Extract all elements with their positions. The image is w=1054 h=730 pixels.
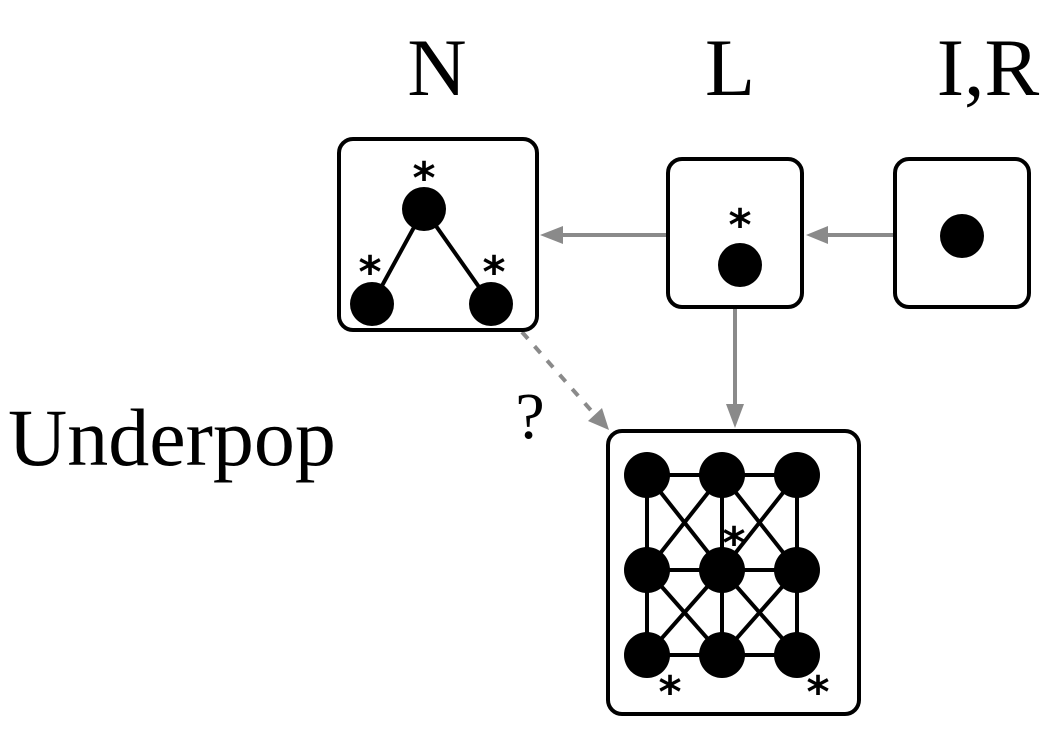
node xyxy=(624,632,670,678)
star-marker-icon: * xyxy=(482,247,505,298)
star-marker-icon: * xyxy=(412,153,435,204)
arrowhead-icon xyxy=(588,408,609,430)
arrow-n-to-underpop-dashed xyxy=(520,330,609,430)
box-n-frame xyxy=(337,137,539,332)
box-l-frame xyxy=(666,157,804,309)
question-mark: ? xyxy=(515,380,544,453)
node xyxy=(402,187,446,231)
node xyxy=(774,547,820,593)
label-l: L xyxy=(705,22,755,113)
label-n: N xyxy=(407,22,466,113)
state-box-ir xyxy=(893,157,1031,309)
arrowhead-icon xyxy=(540,226,563,244)
star-marker-icon: * xyxy=(722,518,745,569)
grid-nodes xyxy=(624,452,820,678)
node xyxy=(699,452,745,498)
state-box-underpop: * * * xyxy=(606,429,861,718)
node xyxy=(718,243,762,287)
arrow-l-to-n xyxy=(540,226,667,244)
state-box-n: * * * xyxy=(337,137,539,332)
node xyxy=(699,632,745,678)
node xyxy=(699,547,745,593)
arrow-l-to-underpop xyxy=(726,308,744,428)
arrowhead-icon xyxy=(726,404,744,428)
node xyxy=(624,452,670,498)
node xyxy=(350,282,394,326)
state-box-l: * xyxy=(666,157,804,309)
node xyxy=(469,282,513,326)
label-underpop: Underpop xyxy=(8,392,336,483)
label-ir: I,R xyxy=(937,22,1040,113)
star-marker-icon: * xyxy=(358,247,381,298)
node xyxy=(774,452,820,498)
arrow-ir-to-l xyxy=(806,226,894,244)
node xyxy=(940,214,984,258)
arrowhead-icon xyxy=(806,226,828,244)
star-marker-icon: * xyxy=(728,200,751,251)
node xyxy=(624,547,670,593)
node xyxy=(774,632,820,678)
star-marker-icon: * xyxy=(658,667,681,718)
star-marker-icon: * xyxy=(806,667,829,718)
